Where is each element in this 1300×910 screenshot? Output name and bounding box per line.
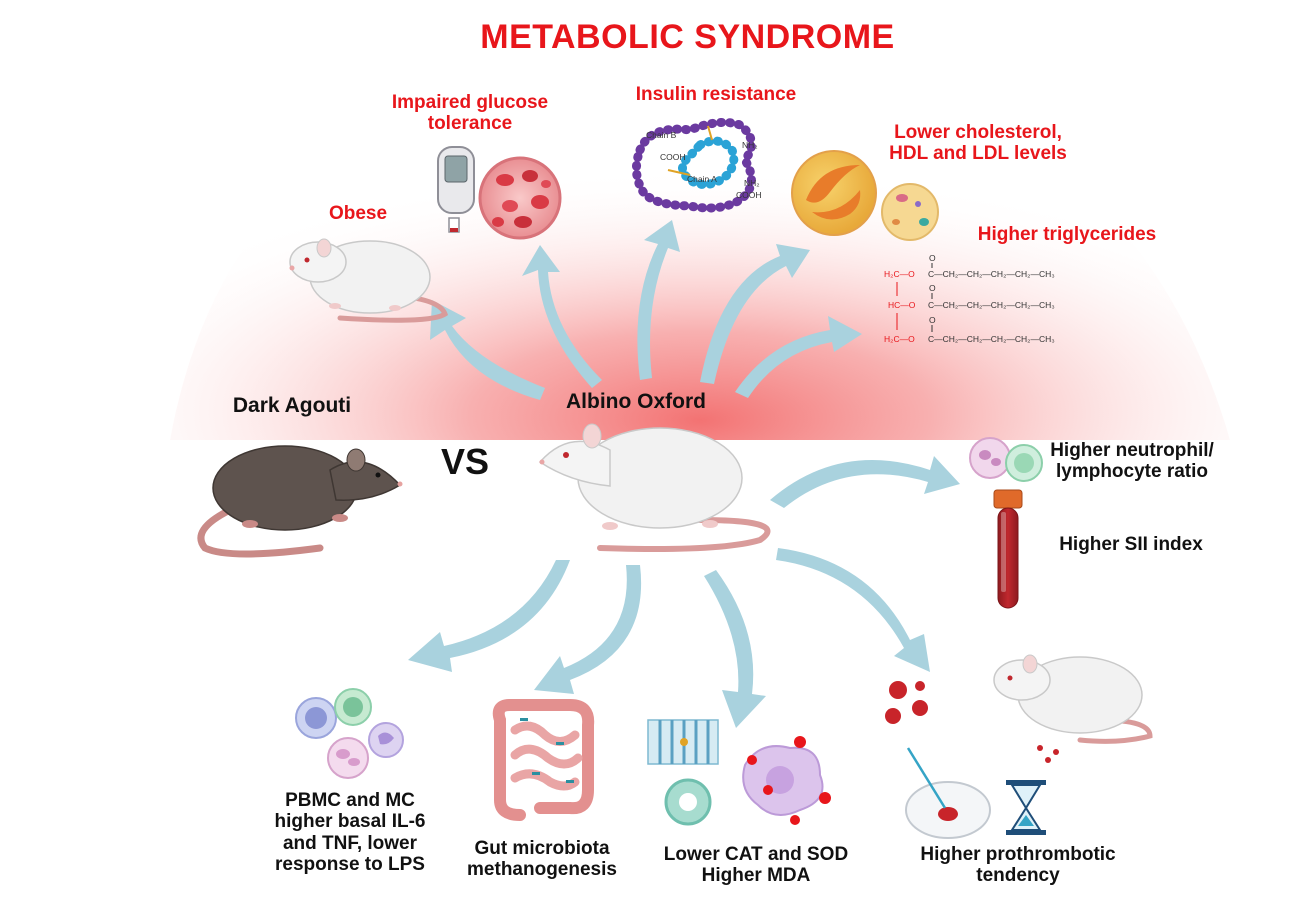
- dark-agouti-rat-illustration: [197, 445, 403, 558]
- albino-oxford-rat-illustration: [538, 423, 771, 552]
- neutrophil-lymphocyte-cells-icon: [969, 437, 1043, 482]
- label-neutrophil-ratio: Higher neutrophil/ lymphocyte ratio: [1050, 440, 1214, 483]
- arrow-to-gut: [534, 565, 642, 694]
- enzyme-ring-icon: [664, 778, 712, 826]
- label-vs: VS: [440, 441, 490, 482]
- label-sii-index: Higher SII index: [1059, 534, 1203, 555]
- arrow-to-glucose: [522, 245, 602, 388]
- pbmc-cells-icon: [295, 688, 404, 779]
- platelets-icon: [885, 681, 928, 724]
- petri-dish-icon: [905, 747, 991, 839]
- tg-carbonyl-3: O: [929, 315, 936, 325]
- tg-carbonyl-1: O: [929, 253, 936, 263]
- label-pbmc: PBMC and MC higher basal IL-6 and TNF, l…: [274, 790, 426, 875]
- bleeding-rat-illustration: [993, 654, 1153, 763]
- membrane-protein-icon: [647, 719, 719, 765]
- label-insulin-resistance: Insulin resistance: [635, 84, 797, 105]
- tg-row1-left: H₂C—O: [884, 269, 915, 279]
- tg-row3-left: H₂C—O: [884, 334, 915, 344]
- label-obese: Obese: [328, 203, 388, 224]
- label-gut-microbiota: Gut microbiota methanogenesis: [467, 838, 617, 881]
- lipoprotein-small-icon: [881, 183, 939, 241]
- blood-cells-icon: [478, 156, 562, 240]
- insulin-cooh-1-label: COOH: [660, 152, 686, 162]
- blood-tube-icon: [993, 489, 1023, 609]
- tg-row1-chain: C—CH₂—CH₂—CH₂—CH₂—CH₃: [928, 269, 1055, 279]
- insulin-chain-b-label: Chain B: [646, 130, 677, 140]
- tg-row2-chain: C—CH₂—CH₂—CH₂—CH₂—CH₃: [928, 300, 1055, 310]
- insulin-cooh-2-label: COOH: [736, 190, 762, 200]
- arrow-to-catsod: [704, 570, 766, 728]
- arrow-to-cholesterol: [700, 244, 810, 384]
- insulin-nh2-2-label: NH₂: [744, 178, 760, 188]
- arrow-to-insulin: [637, 220, 680, 380]
- label-cat-sod: Lower CAT and SOD Higher MDA: [663, 844, 849, 887]
- arrows-lower: [408, 456, 960, 728]
- title-metabolic-syndrome: METABOLIC SYNDROME: [480, 18, 895, 56]
- metabolic-glow: [170, 50, 1230, 440]
- label-higher-triglycerides: Higher triglycerides: [977, 224, 1157, 245]
- arrow-to-triglycerides: [735, 316, 862, 398]
- label-impaired-glucose: Impaired glucose tolerance: [391, 92, 549, 135]
- obese-rat-illustration: [289, 238, 449, 323]
- arrow-to-prothrombotic: [776, 548, 930, 672]
- tg-row2-left: HC—O: [888, 300, 916, 310]
- label-dark-agouti: Dark Agouti: [232, 394, 352, 417]
- label-lower-cholesterol: Lower cholesterol, HDL and LDL levels: [889, 122, 1067, 165]
- insulin-molecule-icon: Chain B Chain A COOH COOH NH₂ NH₂: [632, 117, 762, 213]
- arrow-to-pbmc: [408, 560, 570, 672]
- arrow-to-neutrophil: [770, 456, 960, 508]
- tg-row3-chain: C—CH₂—CH₂—CH₂—CH₂—CH₃: [928, 334, 1055, 344]
- label-albino-oxford: Albino Oxford: [566, 390, 706, 413]
- insulin-chain-a-label: Chain A: [687, 174, 717, 184]
- triglyceride-formula: O H₂C—O C—CH₂—CH₂—CH₂—CH₂—CH₃ O HC—O C—C…: [884, 253, 1055, 344]
- gut-intestine-icon: [492, 699, 595, 821]
- label-prothrombotic: Higher prothrombotic tendency: [920, 844, 1116, 887]
- glucometer-icon: [437, 146, 475, 233]
- oxidative-stress-cell-icon: [742, 736, 831, 825]
- insulin-nh2-1-label: NH₂: [742, 140, 758, 150]
- tg-carbonyl-2: O: [929, 283, 936, 293]
- lipoprotein-large-icon: [791, 150, 877, 236]
- hourglass-icon: [1006, 780, 1046, 835]
